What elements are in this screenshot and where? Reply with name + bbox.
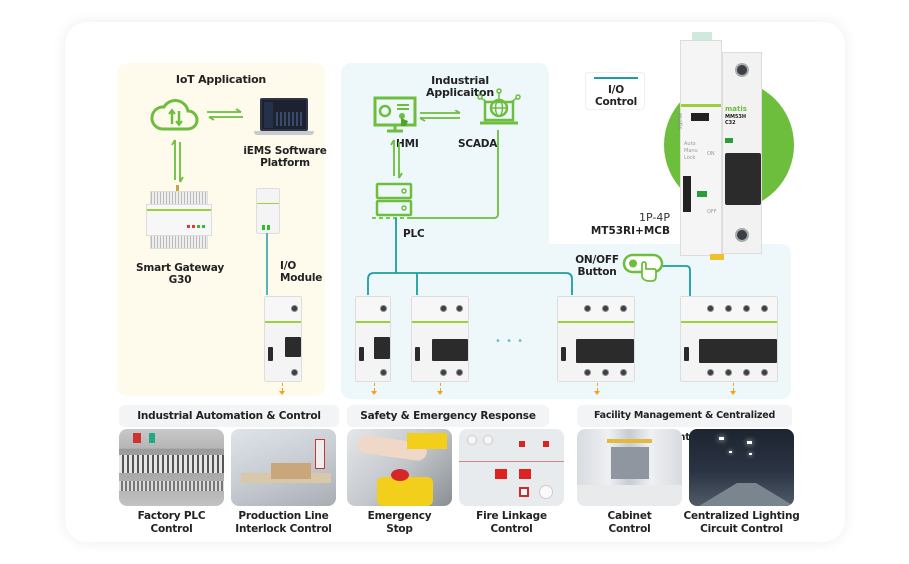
product-mt53ri-mcb-image: matis Auto Manu Lock ON OFF matis MM53H …	[676, 32, 762, 262]
hmi-icon	[373, 96, 417, 133]
caption-line2: Stop	[386, 523, 413, 535]
scada-label: SCADA	[458, 138, 498, 150]
gateway-label-line1: Smart Gateway	[136, 262, 224, 274]
io-module-label-line1: I/O	[280, 260, 297, 272]
emergency-stop-photo	[347, 429, 452, 506]
more-breakers-ellipsis: • • •	[495, 336, 525, 347]
output-arrow	[733, 383, 734, 391]
caption-emergency-stop: Emergency Stop	[342, 510, 457, 536]
io-control-legend: I/O Control	[585, 72, 645, 110]
breaker-2p	[411, 296, 469, 382]
output-arrow	[374, 383, 375, 391]
caption-line1: Emergency	[367, 510, 432, 522]
product-name-label: MT53RI+MCB	[590, 225, 670, 237]
breaker-3p	[557, 296, 635, 382]
factory-plc-photo	[119, 429, 224, 506]
caption-line1: Cabinet	[607, 510, 652, 522]
io-module-label-line2: Module	[280, 272, 323, 284]
product-brand: matis	[725, 105, 747, 113]
hmi-plc-arrow-icon	[390, 139, 403, 179]
output-arrow-head	[730, 391, 736, 395]
industrial-title-line2: Applicaiton	[426, 86, 494, 99]
hmi-label: HMI	[396, 138, 419, 150]
caption-production-line: Production Line Interlock Control	[226, 510, 341, 536]
vertical-bidirectional-arrow-icon	[171, 139, 184, 183]
smart-gateway-image	[146, 185, 212, 255]
caption-line1: Centralized Lighting	[683, 510, 800, 522]
onoff-label-line2: Button	[577, 266, 617, 278]
cabinet-control-photo	[577, 429, 682, 506]
io-control-line2: Control	[594, 96, 637, 108]
hmi-scada-arrow-icon	[419, 110, 461, 122]
category-header-facility: Facility Management & Centralized Contro…	[577, 405, 792, 443]
street-lighting-photo	[689, 429, 794, 506]
caption-line1: Fire Linkage	[476, 510, 547, 522]
io-module-image	[256, 188, 280, 234]
breaker-1p-iot	[264, 296, 302, 382]
output-arrow-head	[437, 391, 443, 395]
off-label: OFF	[707, 209, 717, 215]
iems-label: iEMS Software Platform	[240, 145, 330, 169]
caption-factory-plc: Factory PLC Control	[114, 510, 229, 536]
category-header-industrial-automation: Industrial Automation & Control	[119, 405, 339, 427]
bidirectional-arrow-icon	[207, 108, 243, 121]
product-model: MM53H	[725, 114, 747, 120]
caption-line2: Control	[150, 523, 193, 535]
iems-laptop-image	[254, 98, 314, 136]
industrial-application-panel	[341, 63, 549, 253]
caption-line2: Interlock Control	[235, 523, 332, 535]
caption-centralized-lighting: Centralized Lighting Circuit Control	[679, 510, 804, 536]
output-arrow-head	[279, 391, 285, 395]
industrial-panel-title: Industrial Applicaiton	[415, 75, 505, 99]
output-arrow	[440, 383, 441, 391]
teal-line-swatch	[594, 77, 638, 79]
category-header-safety: Safety & Emergency Response	[347, 405, 549, 427]
cloud-sync-icon	[150, 99, 199, 131]
caption-line2: Control	[490, 523, 533, 535]
mode-auto: Auto	[684, 141, 696, 147]
product-rating: C32	[725, 120, 736, 126]
onoff-label-line1: ON/OFF	[575, 254, 619, 266]
io-control-text: I/O Control	[586, 84, 646, 108]
caption-cabinet: Cabinet Control	[572, 510, 687, 536]
scada-plc-link-line	[372, 130, 499, 219]
industrial-title-line1: Industrial	[431, 74, 489, 87]
io-module-link-line	[266, 233, 268, 295]
plc-icon	[375, 182, 413, 217]
iot-panel-title: IoT Application	[175, 73, 267, 86]
mode-manu: Manu	[684, 148, 698, 154]
scada-icon	[477, 88, 521, 125]
breaker-1p	[355, 296, 391, 382]
caption-fire-linkage: Fire Linkage Control	[454, 510, 569, 536]
product-mode-list: Auto Manu Lock	[684, 141, 698, 162]
control-bus-lines	[367, 218, 573, 295]
onoff-button-label: ON/OFF Button	[572, 254, 622, 278]
caption-line2: Circuit Control	[700, 523, 783, 535]
caption-line1: Production Line	[238, 510, 329, 522]
on-label: ON	[707, 151, 715, 157]
onoff-button-icon[interactable]	[622, 253, 664, 283]
iems-label-line2: Platform	[260, 157, 310, 169]
product-brand-side: matis	[676, 113, 683, 130]
caption-line1: Factory PLC	[137, 510, 206, 522]
product-poles-label: 1P-4P	[639, 211, 670, 224]
fire-linkage-photo	[459, 429, 564, 506]
io-control-line1: I/O	[607, 84, 625, 96]
io-module-label: I/O Module	[280, 260, 330, 284]
plc-label: PLC	[403, 228, 425, 240]
mode-lock: Lock	[684, 155, 696, 161]
iems-label-line1: iEMS Software	[243, 145, 327, 157]
output-arrow	[282, 383, 283, 391]
output-arrow-head	[594, 391, 600, 395]
production-line-photo	[231, 429, 336, 506]
output-arrow	[597, 383, 598, 391]
gateway-label-line2: G30	[168, 274, 192, 286]
caption-line2: Control	[608, 523, 651, 535]
smart-gateway-label: Smart Gateway G30	[130, 262, 230, 286]
onoff-button-link-line	[660, 265, 691, 296]
output-arrow-head	[371, 391, 377, 395]
breaker-4p	[680, 296, 778, 382]
